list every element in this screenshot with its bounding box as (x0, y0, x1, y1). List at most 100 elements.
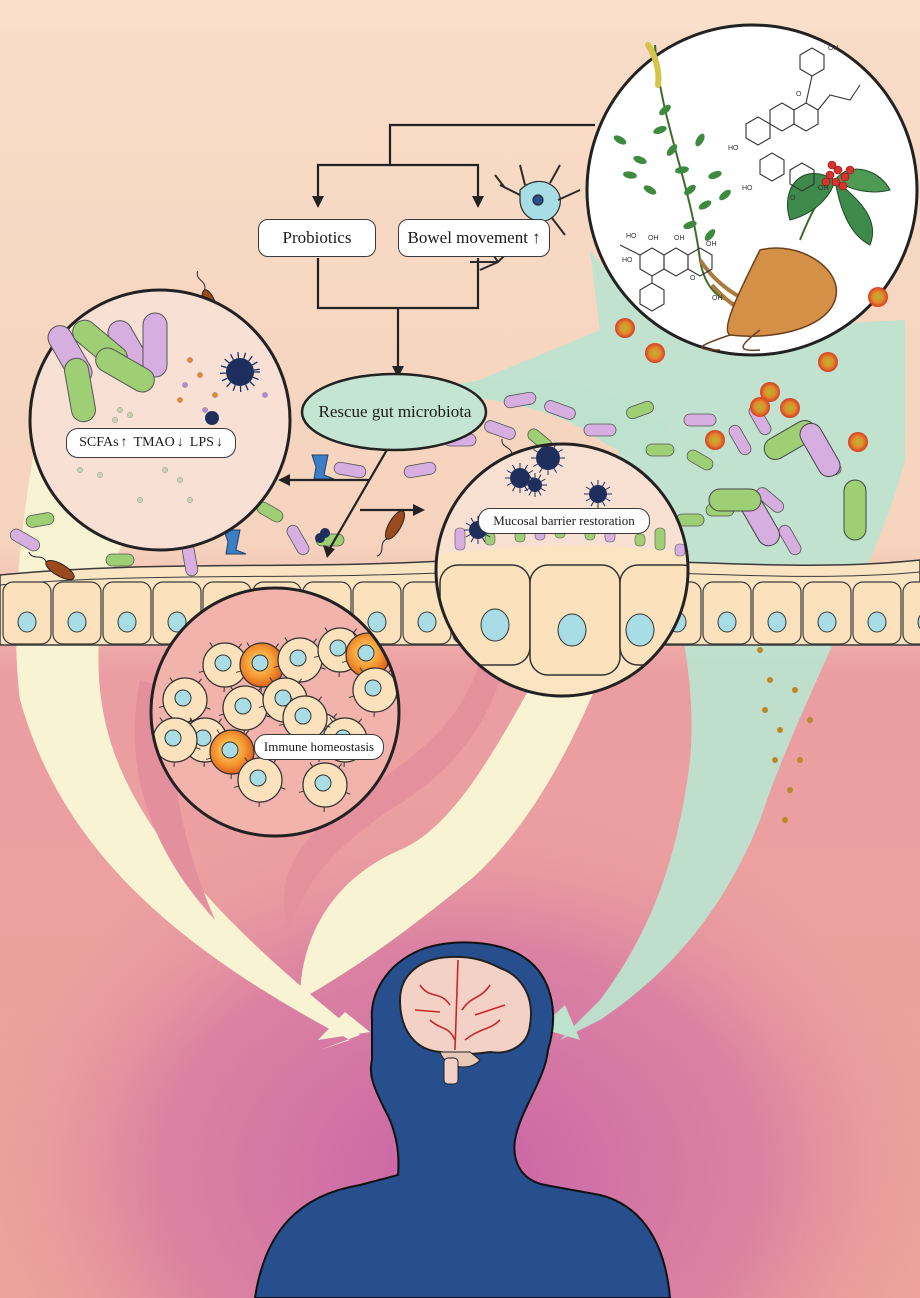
leaf (719, 189, 731, 201)
microbe-icon (505, 463, 535, 493)
herb-circle: OH OH HO HO O OH OH HO O OH O OH HO (585, 23, 919, 357)
microbe-icon (584, 480, 612, 508)
spike (221, 377, 228, 382)
villus-bacterium (654, 527, 666, 551)
rescue-label: Rescue gut microbiota (310, 398, 480, 426)
metabolite-dot (187, 497, 193, 503)
arrowhead-mucosal (413, 504, 425, 516)
immune-cell (151, 717, 201, 768)
spike (253, 368, 260, 371)
chem-label: OH (828, 45, 839, 52)
metabolite-dot (177, 397, 183, 403)
flagellated-bacterium (376, 510, 406, 557)
top-band (0, 0, 920, 30)
purple-bacterium (9, 528, 41, 552)
green-bacterium (626, 400, 654, 420)
purple-bacterium (333, 461, 367, 479)
purple-bacterium (544, 400, 576, 420)
purple-bacterium (142, 312, 168, 378)
purple-bacterium (728, 424, 752, 456)
tmao-text: TMAO (133, 435, 175, 450)
microbe-icon-small (205, 411, 219, 425)
chem-labels: OH OH HO HO O OH OH HO O OH O OH HO (622, 45, 839, 302)
chem-label: HO (728, 145, 739, 152)
astragalus-flowers (645, 42, 662, 88)
cell-nucleus (67, 611, 87, 633)
chem-label: OH (712, 295, 723, 302)
leaf (675, 166, 689, 174)
immune-cell (278, 695, 331, 746)
metabolite-dot (767, 677, 773, 683)
metabolite-dot (177, 477, 183, 483)
leaf (613, 135, 627, 145)
spike (237, 352, 240, 359)
villus-bacterium (454, 527, 466, 551)
green-bacterium (686, 449, 714, 471)
chem-structure-1 (619, 244, 713, 312)
ginseng-berry (833, 165, 843, 175)
immune-cell (298, 762, 351, 813)
leaf (698, 200, 712, 210)
flagellated-bacterium (28, 551, 75, 581)
chem-label: HO (622, 257, 633, 264)
leaf (653, 125, 667, 135)
metabolite-dot (772, 757, 778, 763)
leaf (623, 171, 637, 179)
green-bacterium-large (843, 479, 867, 541)
spike (252, 376, 259, 381)
cell-nucleus (17, 611, 37, 633)
ginseng (701, 160, 891, 352)
ginseng-berry (840, 172, 850, 182)
metabolite-dot (762, 707, 768, 713)
chem-label: OH (648, 235, 659, 242)
brain-vessels (414, 959, 506, 1051)
chem-label: O (796, 91, 802, 98)
purple-bacterium (755, 487, 785, 513)
ginseng-berry (825, 170, 835, 180)
metabolite-dot (212, 392, 218, 398)
herbal-compound (750, 397, 770, 417)
microbe-icon (220, 352, 260, 393)
head-silhouette (253, 941, 672, 1298)
spike (220, 365, 227, 369)
purple-bacterium (403, 461, 437, 479)
metabolite-dot (787, 787, 793, 793)
leaf (708, 170, 722, 180)
spike (249, 381, 255, 387)
epithelial-cell (902, 581, 920, 645)
metabolite-dot (182, 382, 188, 388)
leaf (684, 184, 696, 196)
blue-molecule (223, 529, 247, 555)
astragalus-stem (654, 44, 741, 306)
cell-nucleus (167, 611, 187, 633)
chem-label: OH (674, 235, 685, 242)
scfas-arrow: ↑ (120, 435, 128, 450)
pink-swirl (284, 660, 500, 930)
metabolite-dot (202, 407, 208, 413)
metabolite-dot (792, 687, 798, 693)
metabolite-dot (97, 472, 103, 478)
spike (248, 355, 253, 362)
metabolite-dot (797, 757, 803, 763)
immune-cell (158, 677, 211, 728)
spike (230, 354, 235, 360)
arrow-right-to-brain (540, 1005, 580, 1040)
villus-bacterium (674, 543, 686, 557)
immune-label: Immune homeostasis (254, 734, 384, 760)
mucosal-text: Mucosal barrier restoration (493, 513, 635, 528)
leaf (659, 104, 671, 116)
metabolite-dot (137, 497, 143, 503)
leaf (666, 144, 678, 156)
spike (245, 384, 249, 391)
metabolite-dot (807, 717, 813, 723)
purple-bacterium (503, 391, 537, 409)
herbal-compound (868, 287, 888, 307)
metabolite-label: SCFAs ↑ TMAO ↓ LPS ↓ (66, 428, 236, 458)
immune-cell (348, 667, 399, 718)
green-bacterium (64, 357, 96, 423)
leaf (633, 155, 647, 165)
lps-text: LPS (189, 435, 214, 450)
spike (251, 361, 258, 366)
metabolite-dot (187, 357, 193, 363)
arrow-left-to-brain (318, 1012, 370, 1040)
